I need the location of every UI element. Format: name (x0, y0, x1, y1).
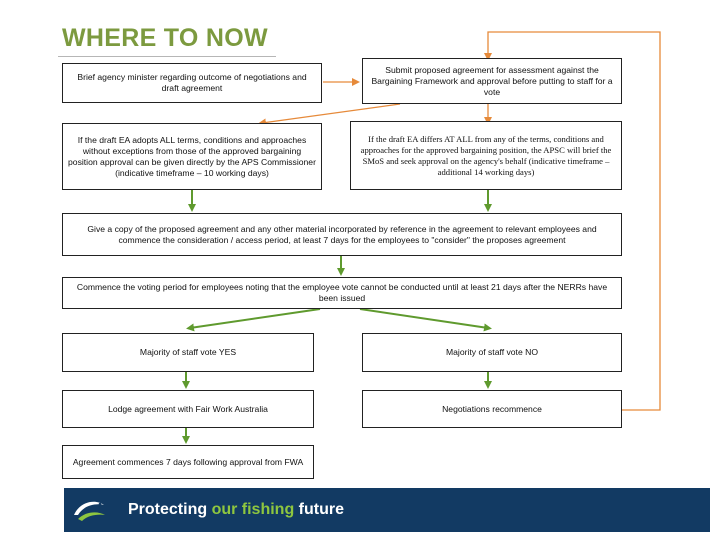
title-underline (58, 56, 276, 57)
box-commence-voting: Commence the voting period for employees… (62, 277, 622, 309)
arrow-loop-recommence-to-submit (484, 31, 661, 411)
box-submit-for-assessment: Submit proposed agreement for assessment… (362, 58, 622, 104)
box-lodge-agreement: Lodge agreement with Fair Work Australia (62, 390, 314, 428)
footer-banner: Protecting our fishing future (64, 488, 710, 532)
arrow-submit-to-adopts (258, 103, 401, 127)
footer-tagline-prefix: Protecting (128, 501, 212, 518)
box-draft-differs: If the draft EA differs AT ALL from any … (350, 121, 622, 190)
box-brief-minister: Brief agency minister regarding outcome … (62, 63, 322, 103)
box-vote-no: Majority of staff vote NO (362, 333, 622, 372)
box-draft-adopts-all: If the draft EA adopts ALL terms, condit… (62, 123, 322, 190)
fish-swirl-logo-icon (74, 501, 105, 521)
footer-tagline: Protecting our fishing future (128, 501, 344, 519)
box-vote-yes: Majority of staff vote YES (62, 333, 314, 372)
arrow-voting-to-no (359, 308, 492, 332)
box-agreement-commences: Agreement commences 7 days following app… (62, 445, 314, 479)
footer-tagline-suffix: future (294, 501, 344, 518)
box-give-copy: Give a copy of the proposed agreement an… (62, 213, 622, 256)
arrow-voting-to-yes (186, 308, 321, 332)
box-negotiations-recommence: Negotiations recommence (362, 390, 622, 428)
page-title: WHERE TO NOW (62, 24, 268, 52)
footer-tagline-accent: our fishing (211, 501, 295, 518)
